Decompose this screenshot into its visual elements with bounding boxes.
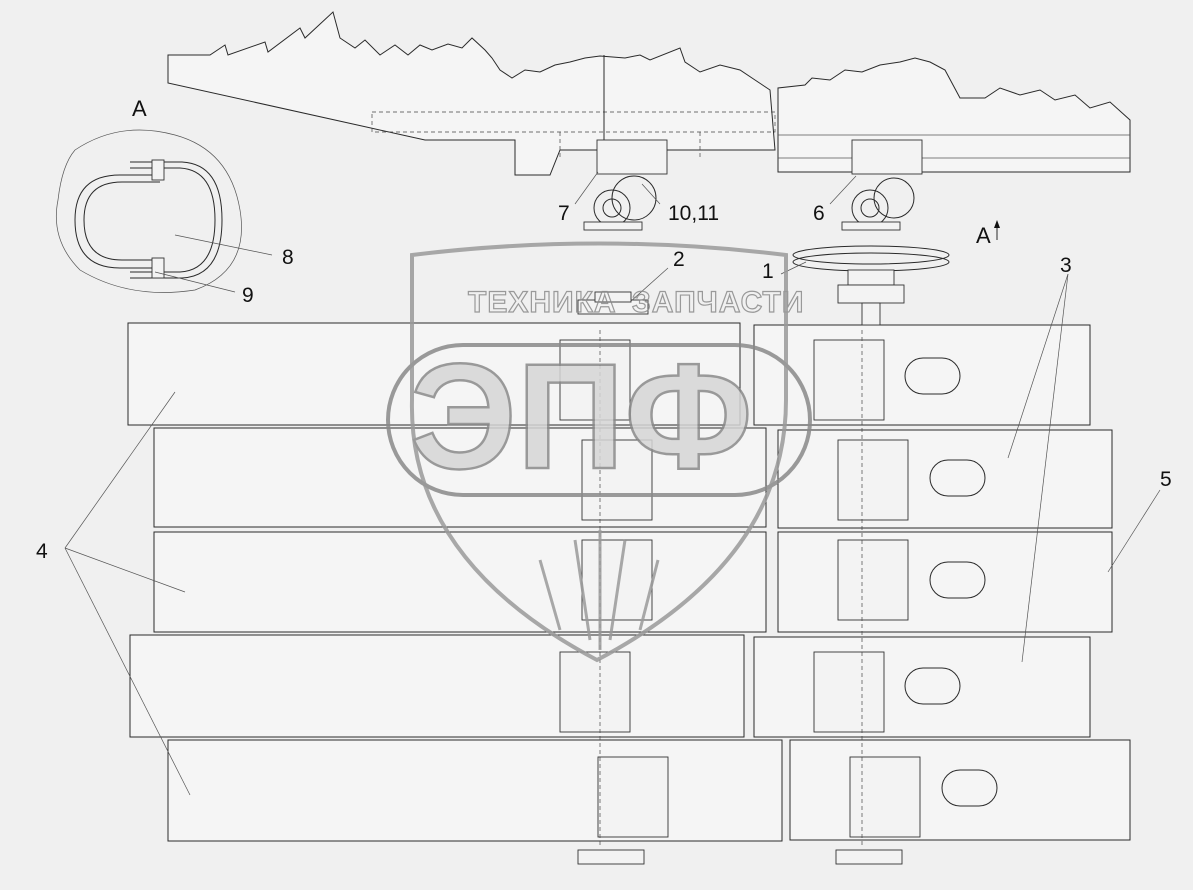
plate-7 <box>596 139 668 175</box>
rake-bar-left <box>167 11 776 176</box>
bracket-bottom-left <box>577 849 645 865</box>
board-left-4 <box>129 634 745 738</box>
board-right-3 <box>777 531 1113 633</box>
callout-8: 8 <box>282 246 294 269</box>
watermark-shield <box>409 241 788 663</box>
leader-lines <box>64 171 1161 796</box>
board-column-left <box>127 322 783 842</box>
rake-side-view <box>167 11 1131 231</box>
callout-9: 9 <box>242 284 254 307</box>
callouts: 1 2 3 4 5 6 7 8 9 10,11 A A <box>36 96 1172 563</box>
callout-4: 4 <box>36 540 48 563</box>
watermark: ТЕХНИКА ЗАПЧАСТИ ЭПФ <box>386 241 812 663</box>
watermark-brand: ЭПФ <box>410 332 753 500</box>
wheat-emblem <box>538 530 660 650</box>
board-right-5 <box>789 739 1131 841</box>
bearing-6 <box>841 177 915 231</box>
plate-6 <box>851 139 923 175</box>
hinge-plates <box>559 330 921 845</box>
view-label-section-a: A <box>132 96 147 121</box>
bracket-2 <box>577 291 649 315</box>
callout-6: 6 <box>813 202 825 225</box>
board-right-1 <box>753 324 1091 426</box>
callout-1: 1 <box>762 260 774 283</box>
bearing-7 <box>583 175 657 231</box>
board-left-2 <box>153 427 767 528</box>
callout-5: 5 <box>1160 468 1172 491</box>
watermark-left-word: ТЕХНИКА <box>468 286 617 319</box>
bracket-bottom-right <box>835 849 903 865</box>
board-right-2 <box>777 429 1113 529</box>
board-column-right <box>753 324 1131 841</box>
drive-pulley-1 <box>792 245 950 326</box>
board-left-1 <box>127 322 741 426</box>
board-right-4 <box>753 636 1091 738</box>
board-left-5 <box>167 739 783 842</box>
callout-2: 2 <box>673 248 685 271</box>
rake-bar-right <box>777 57 1131 173</box>
callout-10-11: 10,11 <box>668 202 719 225</box>
watermark-right-word: ЗАПЧАСТИ <box>632 286 804 319</box>
section-a-detail <box>55 129 273 293</box>
callout-7: 7 <box>558 202 570 225</box>
callout-3: 3 <box>1060 254 1072 277</box>
view-label-arrow-a: A <box>976 223 991 248</box>
oval-openings <box>904 357 998 807</box>
